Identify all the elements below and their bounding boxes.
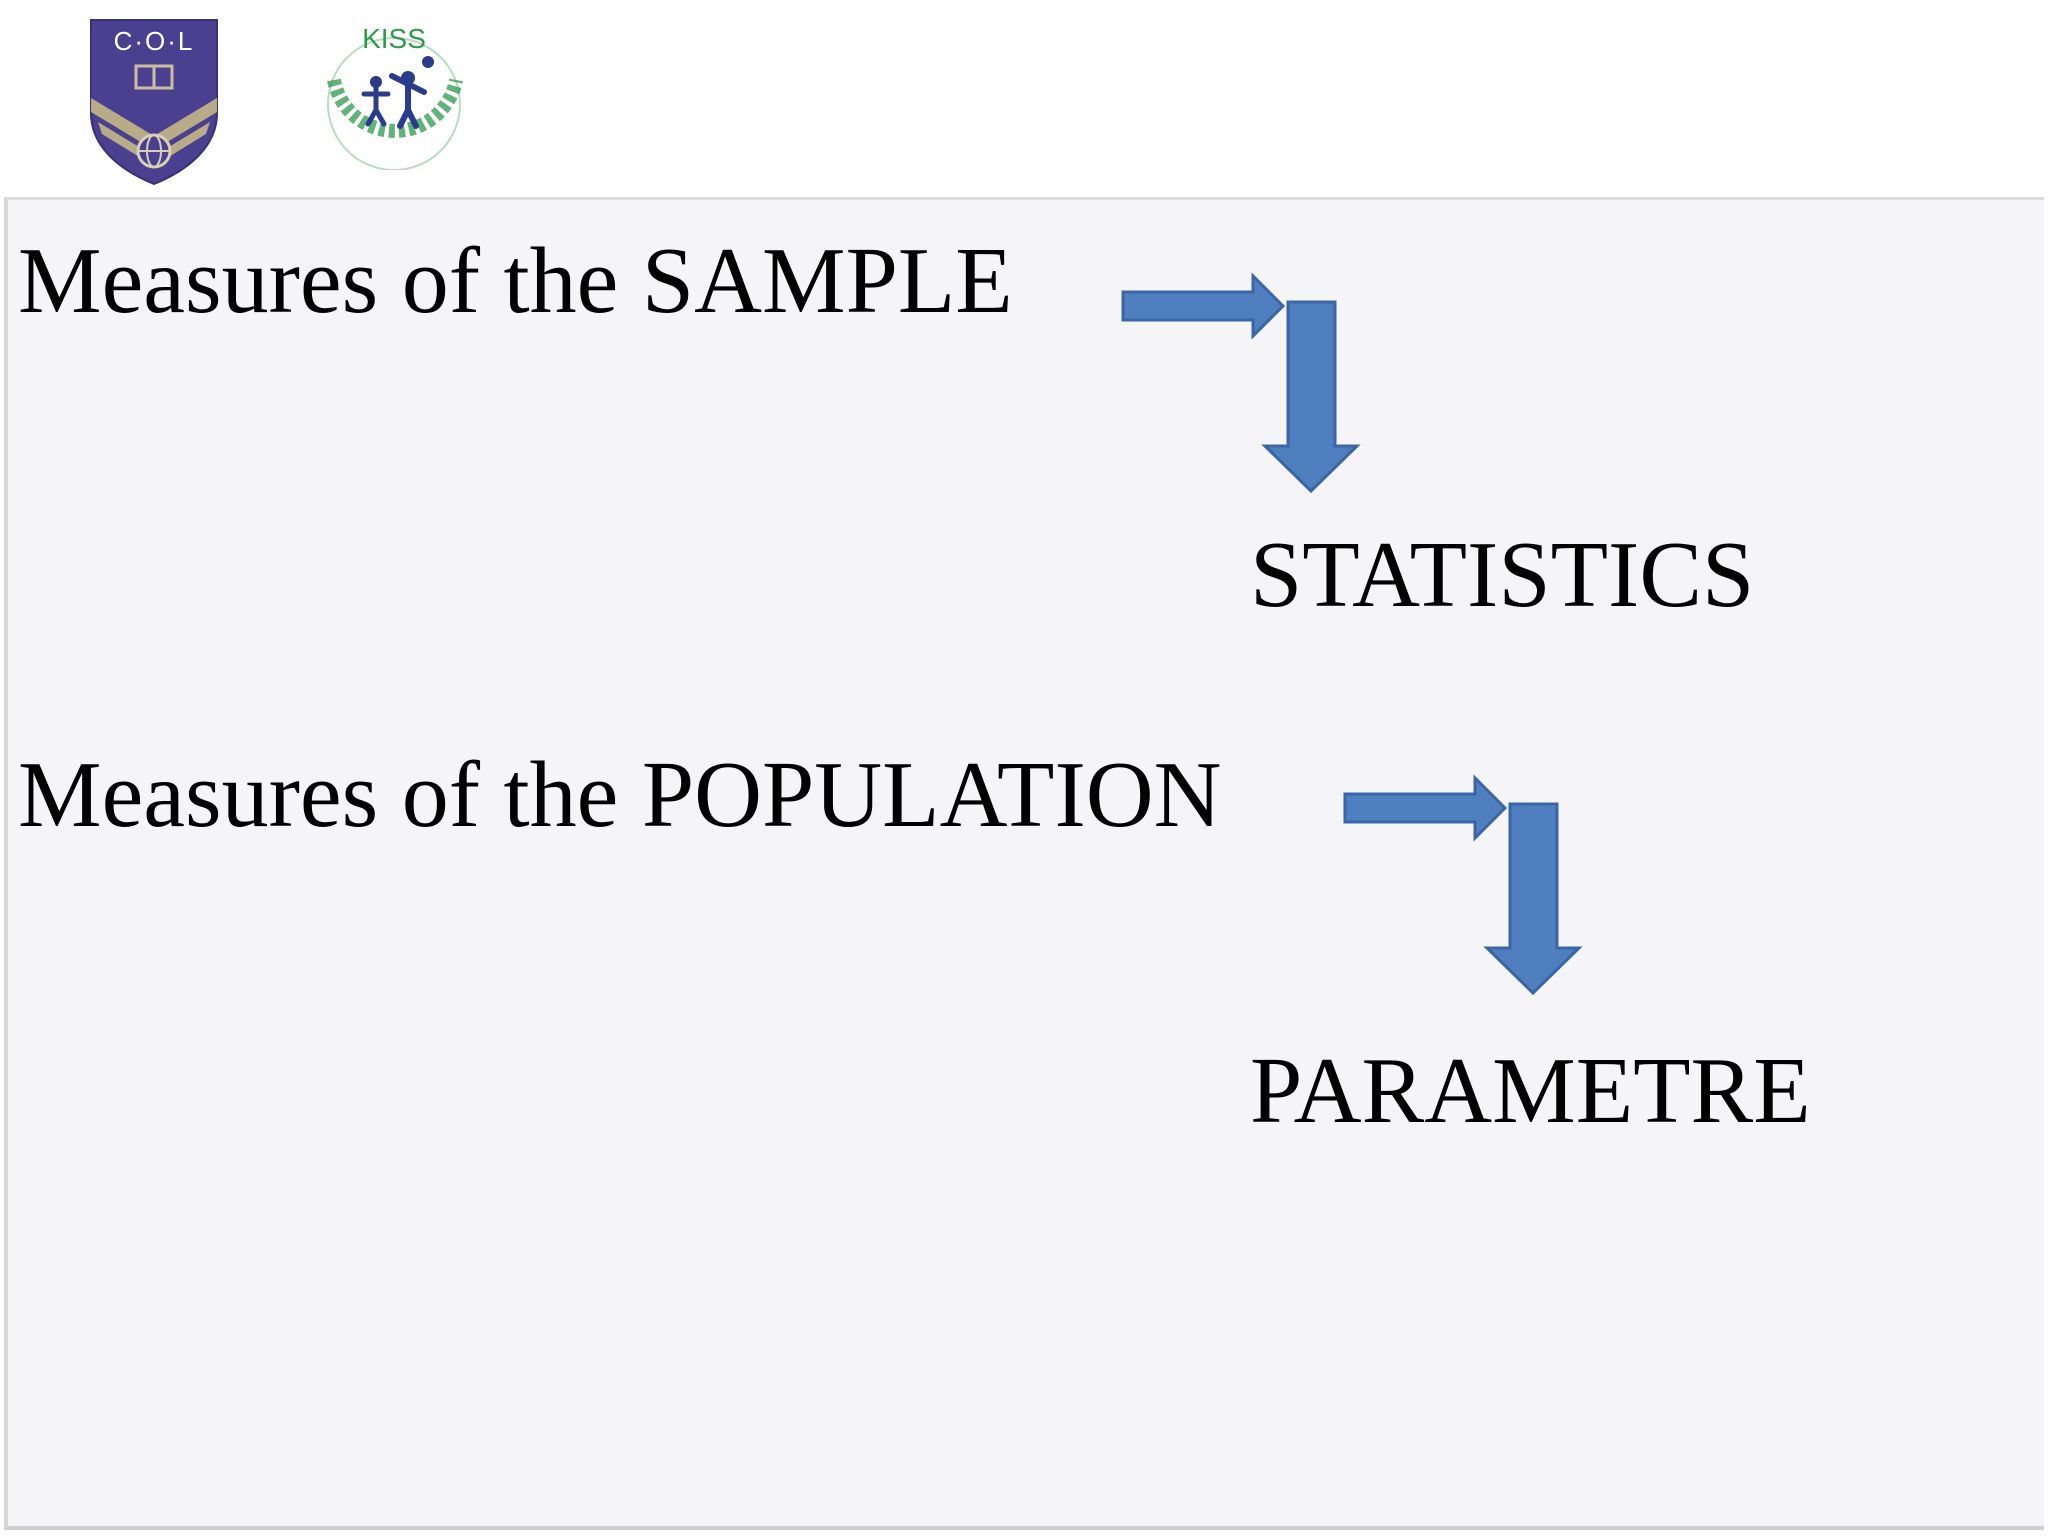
sample-measures-text: Measures of the SAMPLE xyxy=(18,229,1013,333)
col-logo: C·O·L xyxy=(88,18,220,186)
kiss-logo-text: KISS xyxy=(362,23,426,54)
slide-canvas xyxy=(4,197,2044,1530)
parametre-term: PARAMETRE xyxy=(1250,1039,1811,1143)
population-measures-text: Measures of the POPULATION xyxy=(18,743,1222,847)
kiss-logo: KISS xyxy=(316,20,472,170)
header-bar: C·O·L KISS xyxy=(0,0,2048,196)
bent-arrow-icon xyxy=(1342,772,1583,996)
statistics-term: STATISTICS xyxy=(1250,523,1755,627)
bent-arrow-icon xyxy=(1120,270,1361,494)
col-logo-text: C·O·L xyxy=(114,26,195,56)
